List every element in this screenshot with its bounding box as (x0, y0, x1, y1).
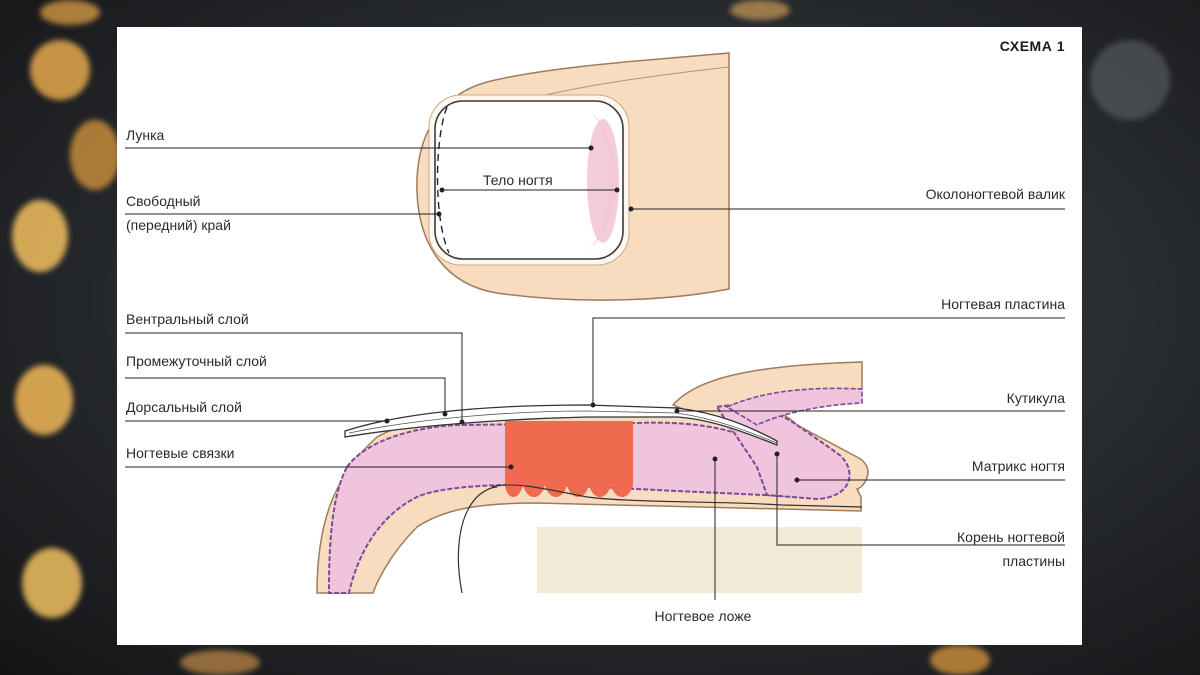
bone-outline (491, 484, 863, 508)
bokeh-light (930, 645, 990, 675)
lunula-shape (587, 119, 619, 243)
label-dorsal-layer: Дорсальный слой (126, 399, 242, 415)
under-fold-tissue (725, 387, 863, 426)
label-free-edge-line2: (передний) край (126, 217, 231, 233)
bokeh-light (70, 120, 120, 190)
diagram-panel: СХЕМА 1 Лунка Тело ногтя Свободный (пере… (117, 27, 1082, 645)
scheme-title: СХЕМА 1 (1000, 38, 1065, 54)
bokeh-light (15, 365, 73, 435)
bokeh-light (40, 0, 100, 25)
nail-plate-layer-line (348, 410, 778, 444)
label-nail-root-line2: пластины (1002, 553, 1065, 569)
label-ventral-layer: Вентральный слой (126, 311, 249, 327)
nail-cross-section (316, 361, 869, 594)
bokeh-light (180, 650, 260, 675)
label-nail-root-line1: Корень ногтевой (957, 529, 1065, 545)
nail-ligaments-shape (505, 421, 633, 497)
leader-lines (125, 145, 1065, 600)
label-nail-plate: Ногтевая пластина (941, 296, 1065, 312)
label-nail-fold: Околоногтевой валик (926, 186, 1066, 202)
nail-plate-shape (344, 404, 778, 446)
bokeh-light (730, 0, 790, 20)
label-nail-matrix: Матрикс ногтя (972, 458, 1065, 474)
bone-marrow (537, 527, 862, 593)
bone-outline (457, 486, 498, 594)
label-nail-bed: Ногтевое ложе (655, 608, 752, 624)
bokeh-light (1090, 40, 1170, 120)
nail-body-shape (434, 100, 624, 260)
bokeh-light (30, 40, 90, 100)
label-lunula: Лунка (126, 127, 165, 143)
label-nail-body: Тело ногтя (483, 172, 553, 188)
label-cuticle: Кутикула (1007, 390, 1066, 406)
nail-anatomy-diagram: СХЕМА 1 Лунка Тело ногтя Свободный (пере… (125, 38, 1066, 624)
free-edge-dashed-line (436, 106, 450, 254)
label-nail-ligaments: Ногтевые связки (126, 445, 234, 461)
label-free-edge-line1: Свободный (126, 193, 200, 209)
label-intermediate-layer: Промежуточный слой (126, 353, 267, 369)
bokeh-light (12, 200, 68, 272)
finger-skin-fold-line (536, 66, 730, 98)
bokeh-light (22, 548, 82, 618)
fingertip-top-view (416, 52, 730, 301)
